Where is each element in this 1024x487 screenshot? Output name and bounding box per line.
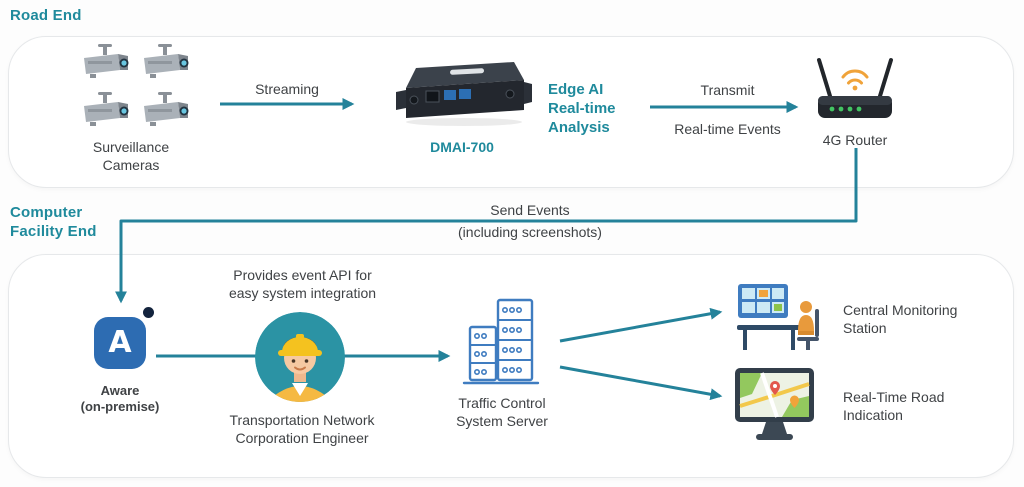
dmai-700-device-icon — [392, 50, 532, 140]
engineer-label: Transportation Network Corporation Engin… — [229, 412, 375, 446]
monitoring-station-label: Central Monitoring Station — [843, 302, 958, 336]
engineer-avatar-icon — [255, 312, 345, 402]
event-api-caption: Provides event API for easy system integ… — [228, 267, 377, 301]
realtime-events-edge-label: Real-time Events — [674, 121, 781, 137]
aware-notification-dot-icon — [143, 307, 154, 318]
cctv-camera-icon — [84, 92, 129, 126]
road-indication-screen-icon — [732, 366, 817, 453]
road-indication-label: Real-Time Road Indication — [843, 389, 945, 423]
transmit-edge-label: Transmit — [700, 82, 755, 98]
router-label: 4G Router — [822, 132, 888, 148]
aware-label: Aware (on-premise) — [80, 383, 160, 414]
streaming-edge-label: Streaming — [255, 81, 319, 97]
server-icon — [462, 297, 542, 394]
router-4g-icon — [810, 52, 900, 135]
aware-letter: A — [108, 325, 132, 360]
edge-ai-caption: Edge AI Real-time Analysis — [548, 81, 616, 136]
dmai-700-label: DMAI-700 — [430, 139, 494, 155]
aware-app-icon: A — [94, 317, 146, 369]
send-events-edge-label: Send Events (including screenshots) — [458, 202, 602, 240]
server-label: Traffic Control System Server — [456, 395, 548, 429]
monitoring-station-icon — [735, 281, 823, 358]
surveillance-cameras-icon — [78, 44, 194, 134]
wifi-icon — [841, 69, 869, 91]
section-label-road-end: Road End — [10, 7, 82, 24]
section-label-computer-facility: Computer Facility End — [10, 204, 97, 240]
cctv-camera-icon — [84, 44, 129, 78]
cctv-camera-icon — [144, 92, 189, 126]
cctv-camera-icon — [144, 44, 189, 78]
cameras-label: Surveillance Cameras — [92, 139, 170, 173]
